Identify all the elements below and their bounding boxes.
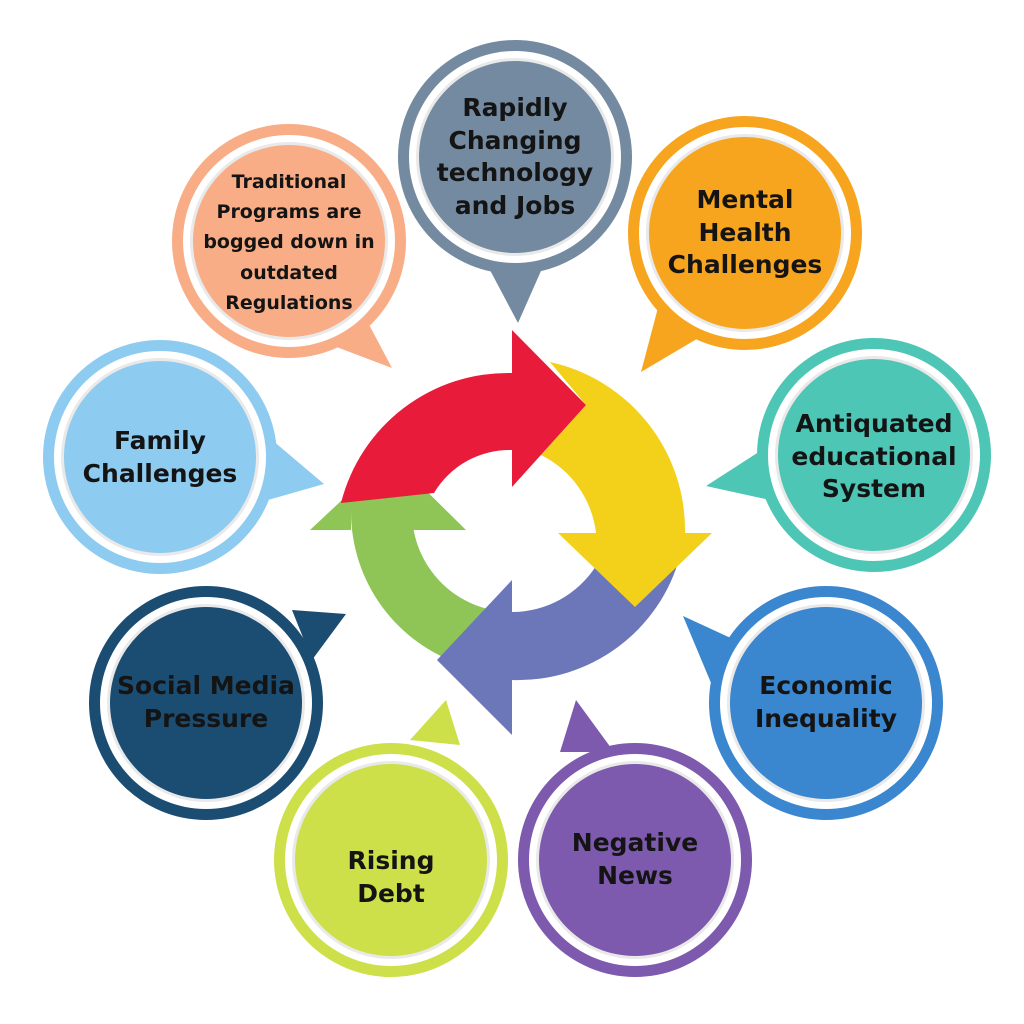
central-cycle bbox=[310, 330, 712, 735]
bubble-tail-economic bbox=[683, 616, 735, 690]
bubble-tail-social-media bbox=[292, 610, 346, 660]
label-rapidly-changing: Rapidly Changing technology and Jobs bbox=[415, 72, 615, 242]
bubble-mental-health bbox=[628, 116, 862, 350]
bubble-family bbox=[43, 340, 277, 574]
label-line: Health bbox=[698, 217, 792, 247]
bubble-tail-antiquated bbox=[706, 448, 770, 500]
label-line: Changing bbox=[448, 125, 582, 155]
label-line: Regulations bbox=[225, 292, 353, 315]
cycle-arrow-red bbox=[341, 330, 586, 503]
bubble-social-media bbox=[89, 586, 323, 820]
bubble-inner-disk bbox=[730, 607, 922, 799]
bubble-tail-mental-health bbox=[641, 300, 712, 372]
label-line: outdated bbox=[240, 261, 338, 284]
label-line: and Jobs bbox=[454, 190, 576, 220]
label-line: Challenges bbox=[82, 458, 238, 488]
label-rising-debt: Rising Debt bbox=[291, 830, 491, 925]
bubble-inner-disk bbox=[539, 764, 731, 956]
bubble-negative-news bbox=[518, 743, 752, 977]
label-line: Pressure bbox=[143, 703, 269, 733]
bubble-antiquated bbox=[757, 338, 991, 572]
label-line: educational bbox=[791, 441, 957, 471]
label-line: bogged down in bbox=[203, 231, 375, 254]
label-line: Traditional bbox=[231, 170, 347, 193]
bubble-rapidly-changing bbox=[398, 40, 632, 274]
label-line: Economic bbox=[759, 671, 893, 700]
label-negative-news: Negative News bbox=[535, 812, 735, 907]
bubble-tail-negative-news bbox=[560, 700, 614, 752]
label-line: Rapidly bbox=[462, 93, 568, 122]
bubble-tail-family bbox=[268, 440, 324, 500]
label-line: Debt bbox=[357, 878, 425, 908]
bubble-economic bbox=[709, 586, 943, 820]
bubble-inner-disk bbox=[193, 145, 385, 337]
cycle-arrow-yellow bbox=[541, 362, 712, 607]
label-antiquated: Antiquated educational System bbox=[774, 392, 974, 522]
bubble-inner-disk bbox=[419, 61, 611, 253]
label-line: Rising bbox=[347, 846, 435, 875]
cycle-arrow-purple bbox=[437, 556, 680, 735]
label-line: technology bbox=[436, 158, 594, 187]
label-line: News bbox=[597, 860, 673, 890]
bubble-inner-disk bbox=[778, 359, 970, 551]
label-line: Social Media bbox=[117, 671, 295, 700]
label-line: Antiquated bbox=[795, 409, 953, 439]
label-line: Inequality bbox=[754, 703, 897, 733]
bubble-inner-disk bbox=[295, 764, 487, 956]
bubble-inner-disk bbox=[64, 361, 256, 553]
bubble-inner-disk bbox=[649, 137, 841, 329]
bubble-rising-debt bbox=[274, 743, 508, 977]
label-line: Negative bbox=[571, 828, 699, 857]
bubble-tail-rising-debt bbox=[410, 700, 460, 745]
label-line: Family bbox=[114, 426, 206, 455]
label-family: Family Challenges bbox=[60, 410, 260, 505]
label-line: Challenges bbox=[667, 250, 823, 280]
label-mental-health: Mental Health Challenges bbox=[645, 168, 845, 298]
label-economic: Economic Inequality bbox=[726, 655, 926, 750]
label-line: System bbox=[821, 474, 927, 504]
bubble-traditional bbox=[172, 124, 406, 358]
label-line: Programs are bbox=[216, 200, 362, 223]
label-traditional: Traditional Programs are bogged down in … bbox=[189, 160, 389, 325]
label-line: Mental bbox=[696, 185, 794, 215]
label-social-media: Social Media Pressure bbox=[101, 655, 311, 750]
bubble-inner-disk bbox=[110, 607, 302, 799]
bubble-circles bbox=[43, 40, 991, 977]
